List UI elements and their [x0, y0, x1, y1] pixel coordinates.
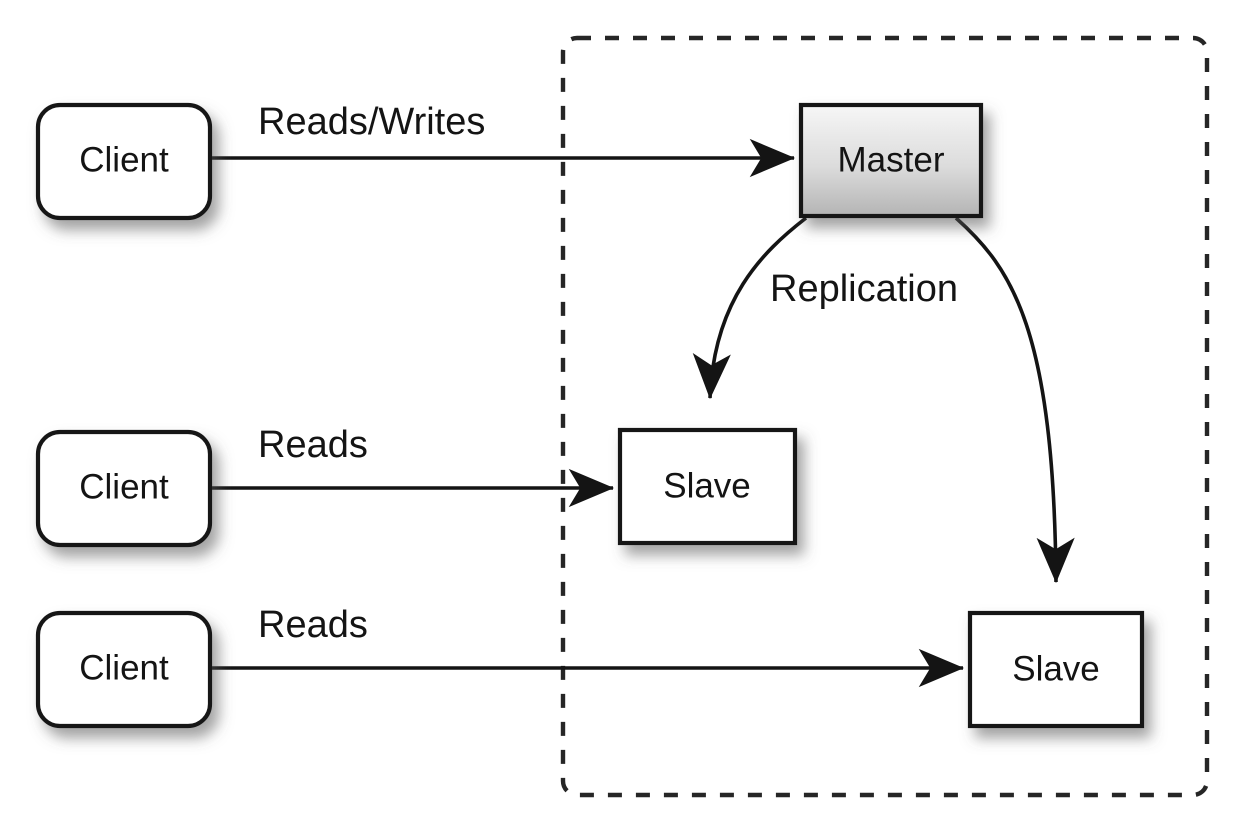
- edge-label-reads-writes: Reads/Writes: [258, 101, 485, 143]
- client-3-label: Client: [79, 648, 169, 687]
- client-1-label: Client: [79, 140, 169, 179]
- edge-master-to-slave2: [954, 216, 1075, 584]
- node-client-3[interactable]: Client: [35, 610, 213, 729]
- client-3-box[interactable]: [35, 610, 213, 729]
- edge-master-to-slave1: [692, 216, 808, 400]
- edge-label-reads-slave2: Reads: [258, 604, 368, 646]
- node-client-2[interactable]: Client: [35, 429, 213, 548]
- slave-1-box[interactable]: [617, 427, 798, 546]
- node-client-1[interactable]: Client: [35, 102, 213, 221]
- master-label: Master: [838, 140, 945, 179]
- node-slave-2[interactable]: Slave: [967, 610, 1145, 729]
- slave-1-label: Slave: [663, 466, 751, 505]
- slave-2-label: Slave: [1012, 649, 1100, 688]
- client-1-box[interactable]: [35, 102, 213, 221]
- edge-label-replication: Replication: [770, 268, 958, 310]
- edge-label-reads-slave1: Reads: [258, 424, 368, 466]
- master-box[interactable]: [798, 102, 984, 219]
- node-master[interactable]: Master: [798, 102, 984, 219]
- slave-2-box[interactable]: [967, 610, 1145, 729]
- client-2-label: Client: [79, 467, 169, 506]
- client-2-box[interactable]: [35, 429, 213, 548]
- node-slave-1[interactable]: Slave: [617, 427, 798, 546]
- database-cluster-boundary: [560, 35, 1210, 798]
